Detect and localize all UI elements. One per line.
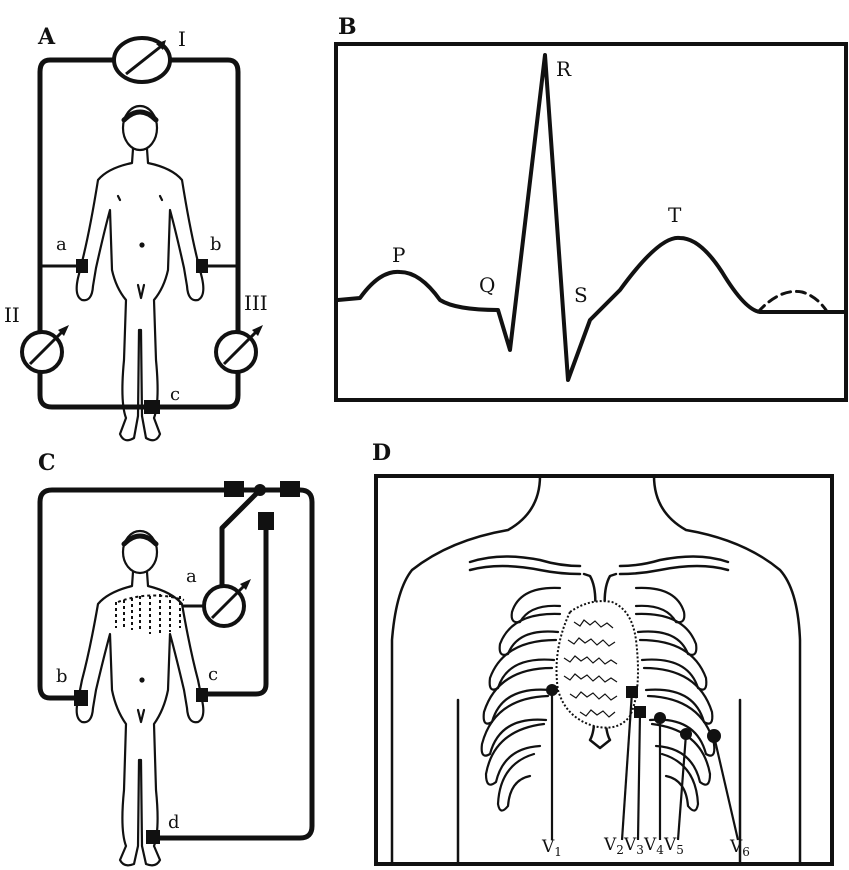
- heart-stipple: [557, 601, 639, 728]
- electrode-v2: [626, 686, 638, 698]
- central-terminal-icon: [254, 484, 266, 496]
- electrode-c: [144, 400, 160, 414]
- panel-d-label: D: [372, 440, 391, 466]
- ribs-right: [636, 588, 714, 811]
- lead-i-label: I: [178, 27, 186, 51]
- electrode-v3: [634, 706, 646, 718]
- panel-a-body-outline: [77, 106, 204, 440]
- galvanometer-ii-icon: [22, 325, 69, 372]
- node-c-label: c: [170, 384, 180, 405]
- wave-p-label: P: [392, 243, 405, 267]
- electrode-v1: [546, 684, 558, 696]
- galvanometer-iii-icon: [216, 325, 263, 372]
- node-b-label: b: [210, 234, 222, 255]
- clavicles: [470, 556, 728, 574]
- panel-c-circuit-outer: [40, 490, 312, 838]
- node-a-c-label: a: [186, 566, 197, 587]
- lead-v3-label: V3: [623, 835, 644, 857]
- lead-v2-label: V2: [603, 835, 624, 857]
- lead-ii-label: II: [4, 303, 20, 327]
- electrode-b-c: [74, 690, 88, 706]
- resistor-mid-icon: [258, 512, 274, 530]
- ribs-left: [482, 588, 560, 811]
- panel-c: C: [38, 450, 312, 865]
- electrode-d: [146, 830, 160, 844]
- panel-c-exploring-wire: [222, 490, 260, 592]
- resistor-left-icon: [224, 481, 244, 497]
- electrode-b: [196, 259, 208, 273]
- panel-c-body-outline: [77, 531, 204, 865]
- panel-b: B P Q R S T: [336, 14, 846, 400]
- galvanometer-c-icon: [204, 579, 251, 626]
- lead-v5-label: V5: [663, 835, 684, 857]
- node-d-label: d: [168, 812, 180, 833]
- electrode-a: [76, 259, 88, 273]
- panel-c-label: C: [38, 450, 56, 476]
- node-a-label: a: [56, 234, 67, 255]
- u-wave-dashed: [758, 291, 826, 312]
- panel-a: A I II III: [4, 24, 268, 440]
- wave-r-label: R: [556, 57, 572, 81]
- resistor-right-icon: [280, 481, 300, 497]
- panel-d: D: [372, 440, 832, 864]
- panel-a-label: A: [37, 24, 56, 50]
- panel-b-frame: [336, 44, 846, 400]
- electrode-v4: [654, 712, 666, 724]
- node-c-c-label: c: [208, 664, 218, 685]
- node-b-c-label: b: [56, 666, 68, 687]
- electrode-v5: [680, 728, 692, 740]
- lead-v6-label: V6: [729, 837, 750, 859]
- lead-iii-label: III: [244, 291, 268, 315]
- precordial-positions-dotted: [116, 594, 184, 634]
- wave-s-label: S: [574, 283, 588, 307]
- electrode-v6: [707, 729, 721, 743]
- wave-t-label: T: [668, 203, 682, 227]
- panel-b-label: B: [338, 14, 357, 40]
- electrode-c-c: [196, 688, 208, 702]
- wave-q-label: Q: [479, 273, 495, 297]
- galvanometer-i-icon: [114, 38, 170, 82]
- lead-v1-label: V1: [541, 837, 562, 859]
- ecg-waveform: [338, 55, 846, 380]
